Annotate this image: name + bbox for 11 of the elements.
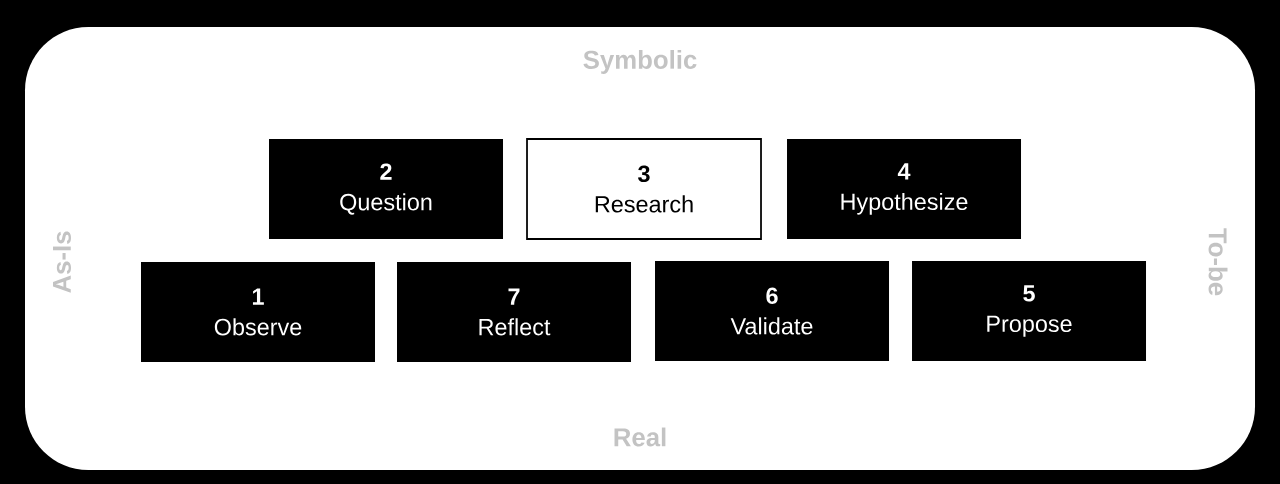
axis-label: Symbolic (583, 50, 697, 74)
step-box: 5 Propose (912, 261, 1146, 361)
axis-label: To-be (1208, 228, 1228, 296)
step-box: 2 Question (269, 139, 503, 239)
step-box: 3 Research (526, 138, 762, 240)
step-box: 1 Observe (141, 262, 375, 362)
axis-label: As-Is (53, 231, 71, 293)
step-box: 7 Reflect (397, 262, 631, 362)
step-box: 6 Validate (655, 261, 889, 361)
axis-label: Real (614, 427, 666, 447)
step-box: 4 Hypothesize (787, 139, 1021, 239)
